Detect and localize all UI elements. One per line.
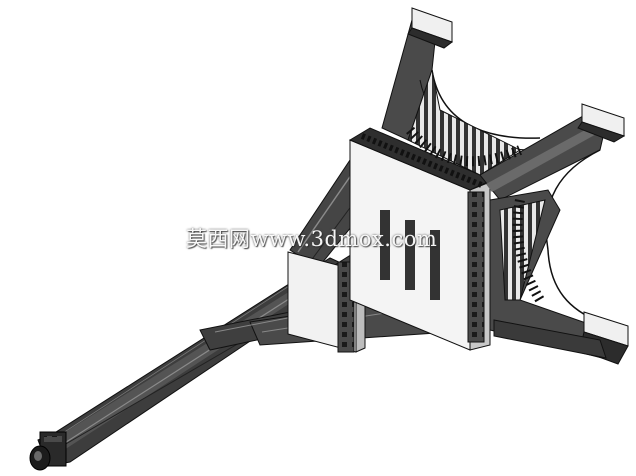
leg-north xyxy=(381,7,541,176)
leg-south xyxy=(489,189,629,365)
leg-east xyxy=(479,103,626,251)
spire xyxy=(37,257,358,467)
spire-top xyxy=(29,431,67,471)
first-platform xyxy=(348,127,494,351)
watermark-text: 莫西网www.3dmox.com xyxy=(186,227,438,251)
arch-lattice xyxy=(406,126,545,303)
